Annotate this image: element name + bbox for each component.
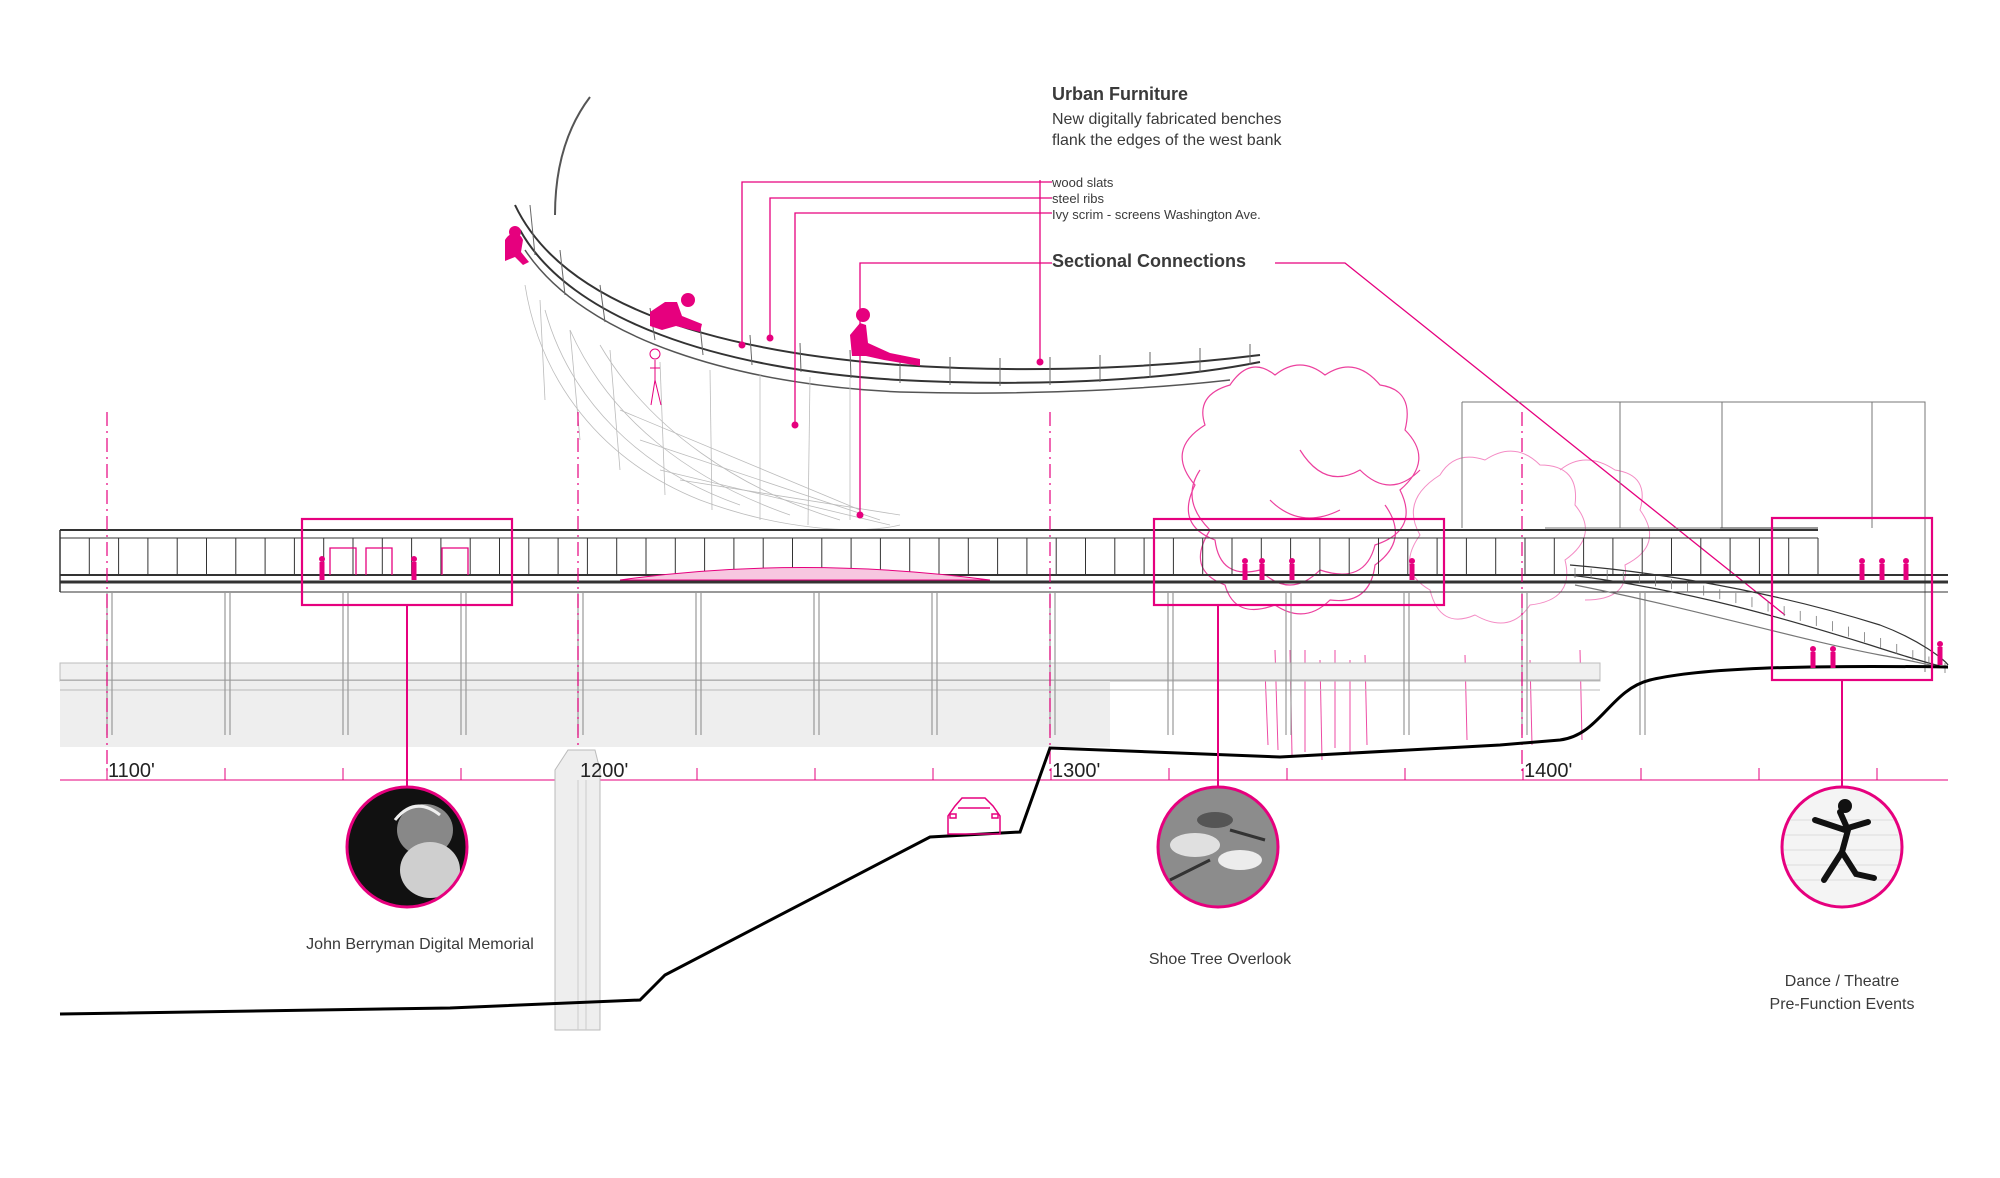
- zone-highlight-boxes: [300, 516, 1934, 682]
- person-silhouette: [1937, 641, 1943, 665]
- person-silhouette: [1830, 646, 1836, 668]
- car-outline: [947, 797, 1001, 835]
- sectional-connections-label: Sectional Connections: [1052, 251, 1247, 271]
- trees-outline: [1181, 364, 1421, 615]
- urban-furniture-line2: flank the edges of the west bank: [1052, 132, 1282, 149]
- person-silhouette: [1259, 558, 1265, 580]
- person-silhouette: [1903, 558, 1909, 580]
- understructure: [59, 662, 1601, 747]
- standing-figure-ghost: [649, 348, 662, 406]
- urban-furniture-title: Urban Furniture: [1052, 84, 1189, 104]
- person-silhouette: [411, 556, 417, 580]
- portrait-photo: [345, 785, 469, 909]
- bench-people-silhouettes: [505, 226, 920, 366]
- urban-furniture-line1: New digitally fabricated benches: [1052, 111, 1282, 128]
- person-silhouette: [1409, 558, 1415, 580]
- feature-label-shoe-tree: Shoe Tree Overlook: [1148, 951, 1292, 968]
- ramp-rails: [1574, 568, 1946, 673]
- person-silhouette: [319, 556, 325, 580]
- material-steel-ribs: steel ribs: [1052, 191, 1105, 206]
- building-outline: [1461, 401, 1926, 672]
- door-frame: [441, 547, 469, 575]
- person-silhouette: [1810, 646, 1816, 668]
- dancer-photo: [1780, 785, 1904, 909]
- station-centerlines: [106, 412, 1523, 775]
- person-silhouette: [1879, 558, 1885, 580]
- door-frame: [365, 547, 393, 575]
- material-ivy-scrim: Ivy scrim - screens Washington Ave.: [1052, 207, 1261, 222]
- curved-bench-structure: [514, 96, 1261, 531]
- ramp-structure: [1569, 564, 1949, 669]
- feature-label-dance-line2: Pre-Function Events: [1769, 996, 1915, 1013]
- medallion-connectors: [406, 605, 1843, 787]
- material-wood-slats: wood slats: [1052, 175, 1114, 190]
- deck-mound: [619, 567, 991, 581]
- station-1100: 1100': [108, 760, 155, 782]
- zone-people: [319, 547, 1943, 668]
- ground-profile: [59, 664, 1949, 1016]
- bridge-pier: [554, 749, 601, 1031]
- sectional-leader-line: [1275, 262, 1786, 616]
- station-1200: 1200': [580, 760, 629, 782]
- person-silhouette: [1859, 558, 1865, 580]
- material-leader-lines: [741, 180, 1052, 515]
- station-ticks: [106, 768, 1878, 780]
- shoes-photo: [1156, 785, 1280, 909]
- station-1300: 1300': [1052, 760, 1101, 782]
- person-silhouette: [1242, 558, 1248, 580]
- station-1400: 1400': [1524, 760, 1573, 782]
- person-silhouette: [1289, 558, 1295, 580]
- bridge-deck: [59, 527, 1948, 593]
- door-frame: [329, 547, 357, 575]
- trees-outline-right: [1409, 450, 1650, 624]
- feature-label-dance-line1: Dance / Theatre: [1784, 973, 1900, 990]
- feature-label-memorial: John Berryman Digital Memorial: [306, 936, 534, 953]
